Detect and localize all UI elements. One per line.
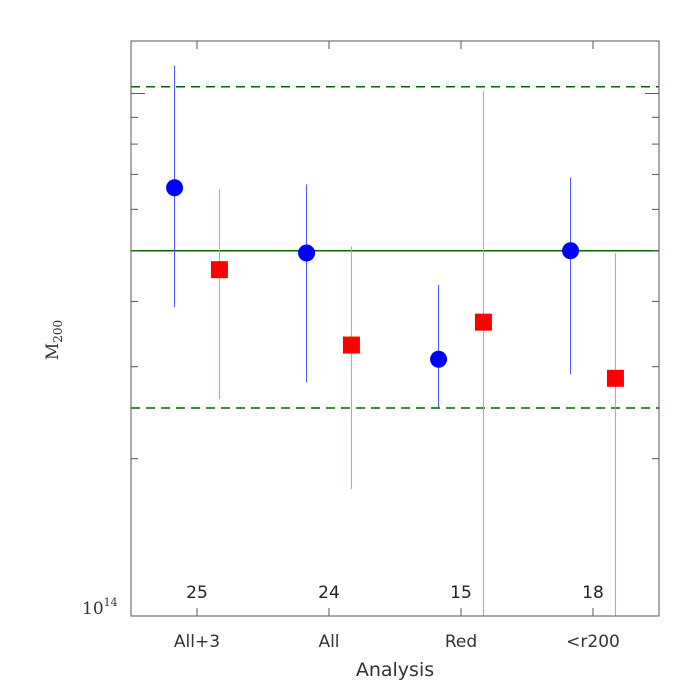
count-label-2: 15 bbox=[450, 583, 472, 603]
count-labels: 25 24 15 18 bbox=[186, 583, 604, 603]
x-tick-label-1: All bbox=[318, 632, 339, 652]
point-circle-1 bbox=[298, 244, 316, 262]
plot-border bbox=[130, 40, 660, 617]
point-circle-0 bbox=[166, 179, 184, 197]
y-axis-title-main: M bbox=[43, 343, 63, 360]
y-min-label-base: 10 bbox=[82, 599, 104, 619]
y-axis-title: M200 bbox=[43, 320, 65, 360]
reference-lines bbox=[131, 85, 659, 409]
error-bars bbox=[174, 65, 616, 616]
x-tick-label-0: All+3 bbox=[174, 632, 220, 652]
point-circle-2 bbox=[430, 350, 448, 368]
x-tick-label-2: Red bbox=[445, 632, 477, 652]
axis-ticks bbox=[131, 41, 659, 617]
y-axis-title-sub: 200 bbox=[51, 320, 65, 343]
x-axis-title: Analysis bbox=[356, 659, 434, 681]
count-label-3: 18 bbox=[582, 583, 604, 603]
point-square-2 bbox=[474, 313, 492, 331]
y-axis-min-label: 1014 bbox=[82, 596, 118, 619]
y-min-label-exp: 14 bbox=[104, 596, 118, 609]
point-circle-3 bbox=[562, 242, 580, 260]
plot-frame bbox=[130, 40, 660, 617]
point-square-0 bbox=[210, 261, 228, 279]
count-label-0: 25 bbox=[186, 583, 208, 603]
count-label-1: 24 bbox=[318, 583, 340, 603]
point-square-3 bbox=[606, 369, 624, 387]
x-tick-labels: All+3 All Red <r200 bbox=[174, 632, 620, 652]
x-tick-label-3: <r200 bbox=[566, 632, 620, 652]
data-points bbox=[166, 179, 624, 387]
point-square-1 bbox=[342, 336, 360, 354]
